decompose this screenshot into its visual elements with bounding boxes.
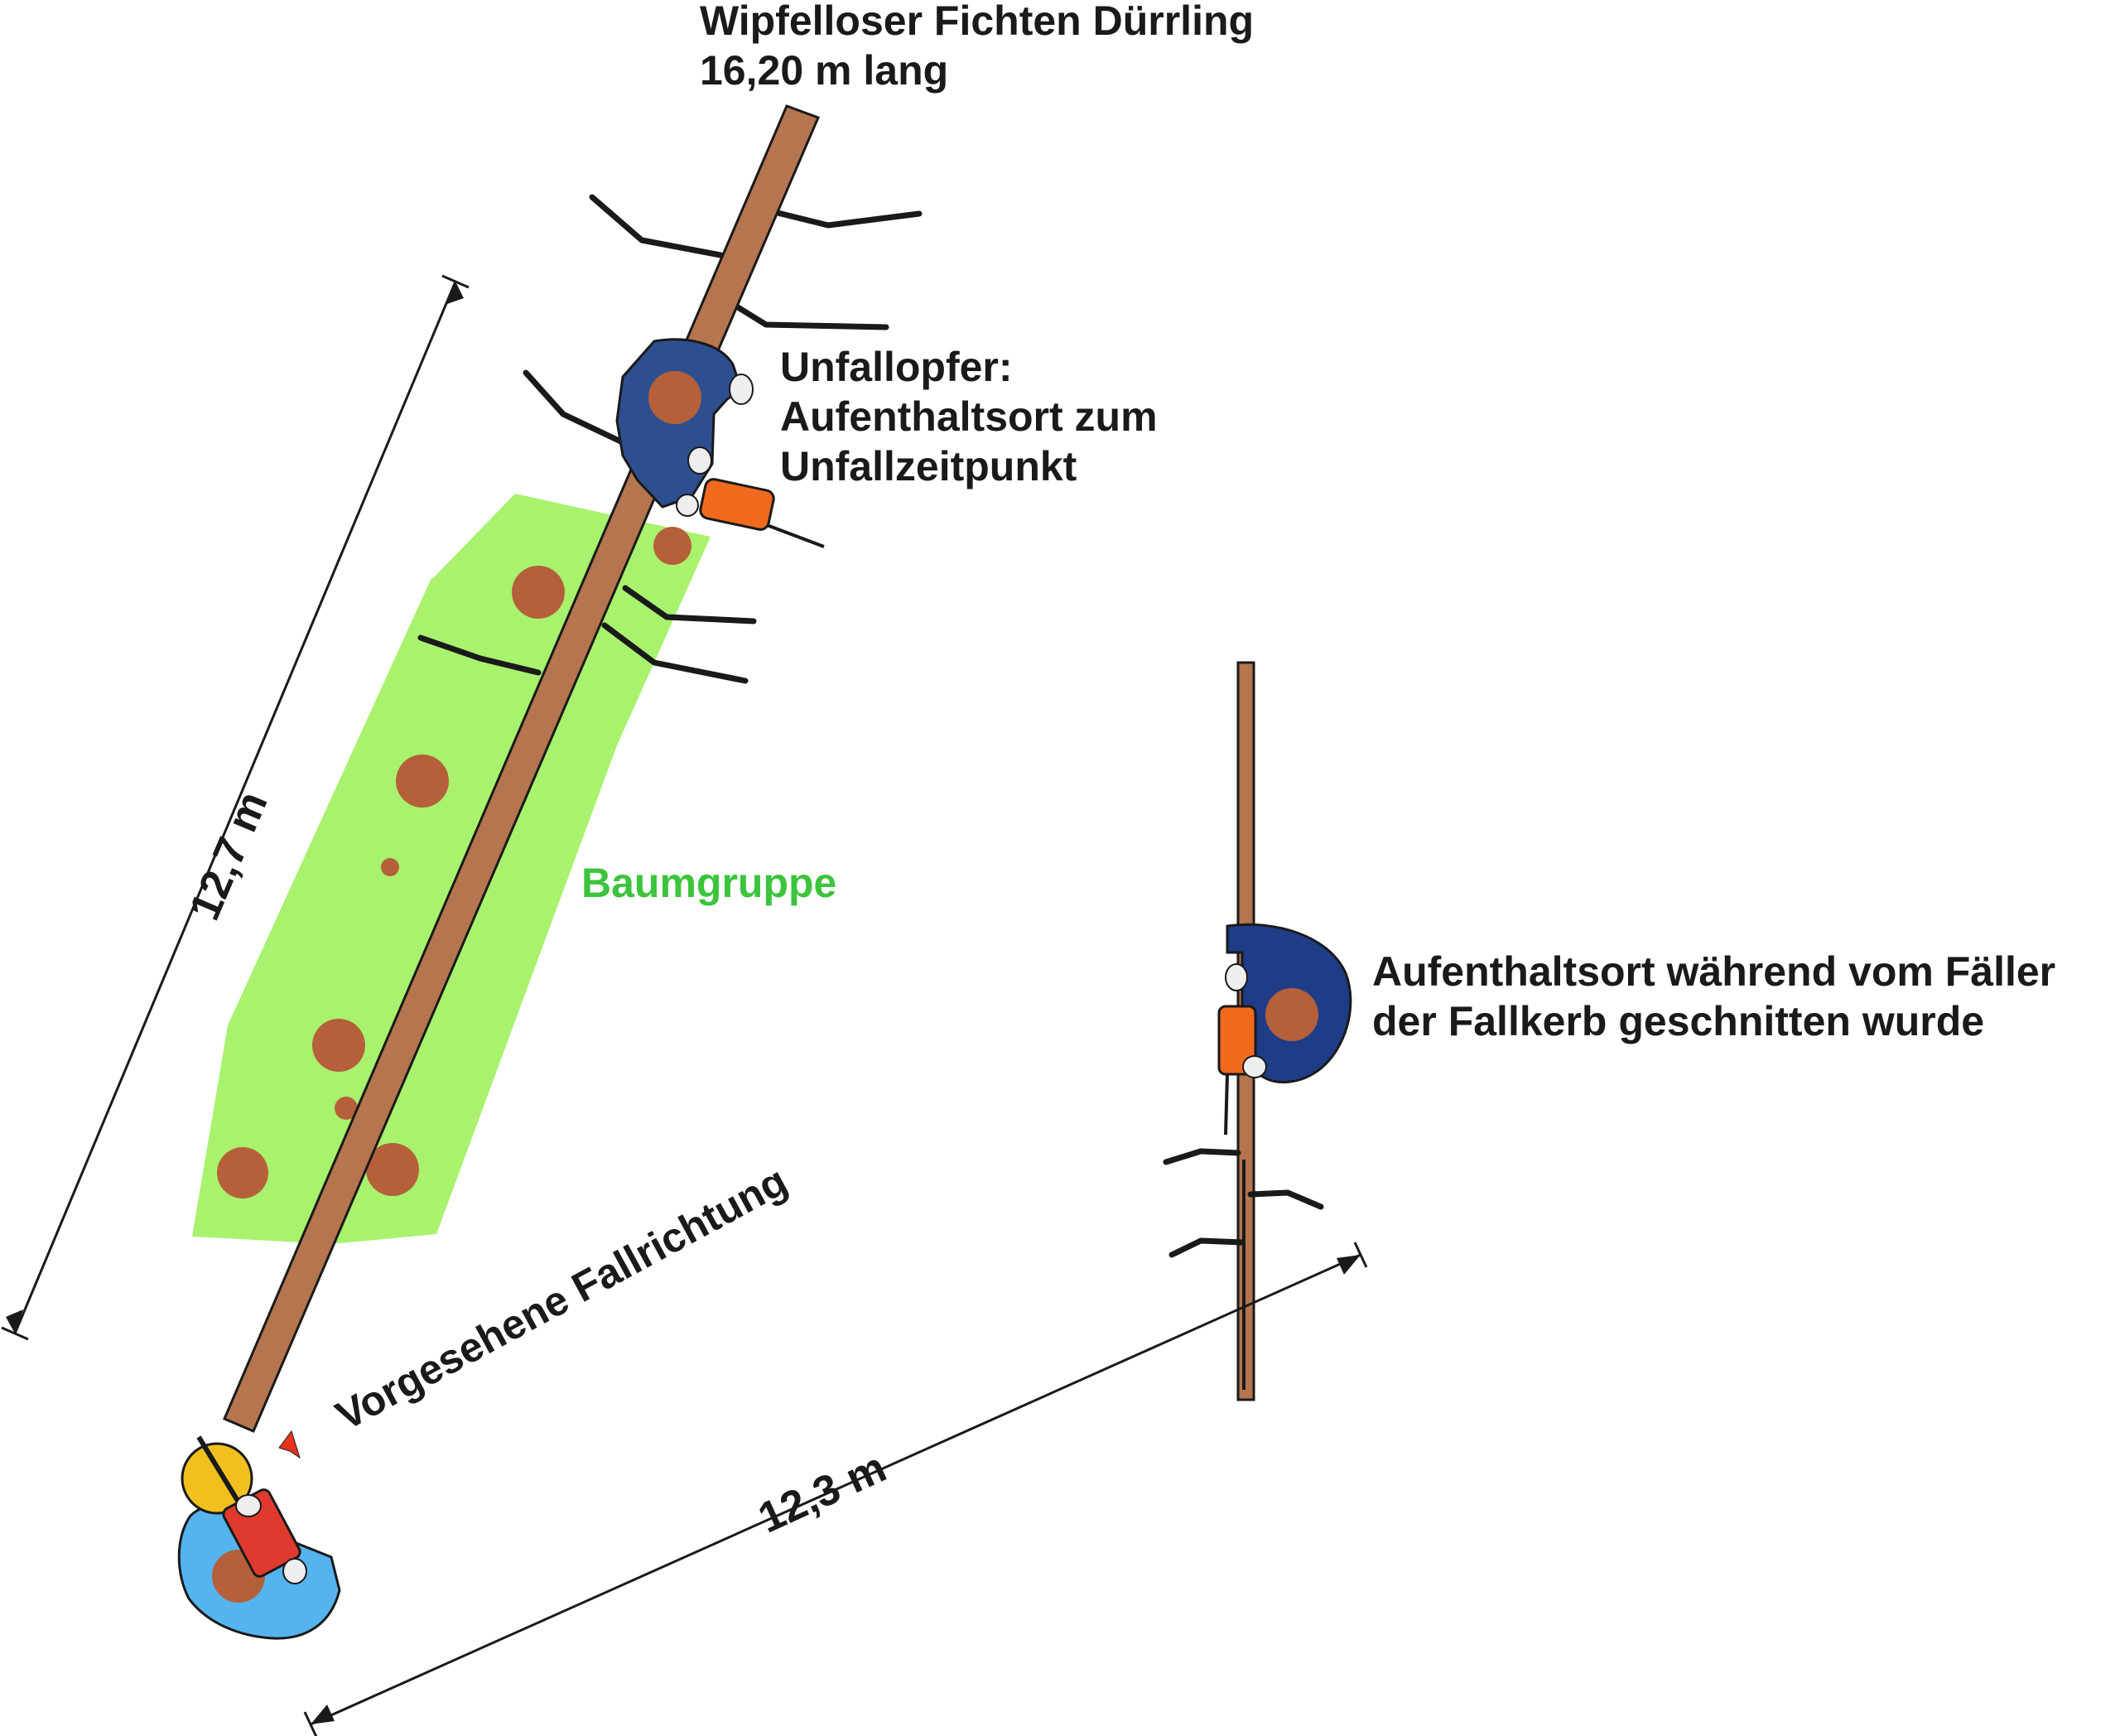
observer-hand	[1225, 963, 1248, 991]
dimension-tick	[1353, 1242, 1368, 1268]
observer-chainsaw-bar	[1224, 1073, 1229, 1136]
victim-label-line1: Unfallopfer:	[780, 344, 1013, 390]
tree-group-label: Baumgruppe	[581, 860, 836, 906]
stump	[381, 858, 399, 876]
dimension-label-tree: 12,7 m	[181, 785, 277, 928]
stump	[653, 527, 691, 565]
standing-branch	[1247, 1189, 1324, 1210]
dimension-line	[13, 281, 457, 1334]
fall-direction-arrow	[278, 1430, 301, 1459]
standing-branch	[1168, 1237, 1246, 1258]
tree-group	[192, 494, 711, 1244]
stump	[217, 1147, 268, 1198]
dimension-tick	[303, 1711, 318, 1736]
dimension-label-distance: 12,3 m	[751, 1444, 893, 1543]
observer-head	[1265, 988, 1318, 1041]
victim-label-line3: Unfallzeitpunkt	[780, 443, 1077, 489]
position-label-line2: der Fallkerb geschnitten wurde	[1372, 998, 1984, 1044]
dimension-arrowhead	[1337, 1255, 1361, 1275]
tree-title-line1: Wipfelloser Fichten Dürrling	[700, 0, 1254, 44]
victim-head	[648, 371, 701, 424]
position-label-line1: Aufenthaltsort während vom Fäller	[1372, 948, 2055, 995]
stump	[396, 755, 449, 808]
stump	[335, 1097, 358, 1120]
dimension-arrowhead	[6, 1309, 23, 1333]
dimension-arrowhead	[445, 282, 464, 305]
dimension-tick	[1, 1326, 29, 1341]
stump	[312, 1019, 365, 1072]
stump	[366, 1143, 419, 1196]
faller-hand	[282, 1558, 307, 1584]
victim-chainsaw-body	[699, 478, 775, 531]
tree-title-line2: 16,20 m lang	[700, 47, 948, 94]
faller-hand	[235, 1494, 262, 1517]
victim-hand	[676, 494, 699, 517]
observer-chainsaw-body	[1217, 1005, 1257, 1076]
victim-hand	[729, 374, 754, 405]
dimension-line	[310, 1253, 1361, 1726]
dimension-distance: 12,3 m	[303, 1242, 1368, 1736]
dimension-arrowhead	[311, 1705, 335, 1724]
observer-hand	[1242, 1055, 1267, 1078]
victim-hand	[687, 446, 712, 475]
stump	[512, 566, 565, 619]
victim-label-line2: Aufenthaltsort zum	[780, 393, 1158, 440]
observer-figure	[1217, 923, 1352, 1136]
victim-figure	[615, 338, 825, 548]
standing-branch	[1163, 1148, 1241, 1165]
dimension-tick	[441, 274, 470, 289]
faller-figure	[177, 1430, 341, 1640]
